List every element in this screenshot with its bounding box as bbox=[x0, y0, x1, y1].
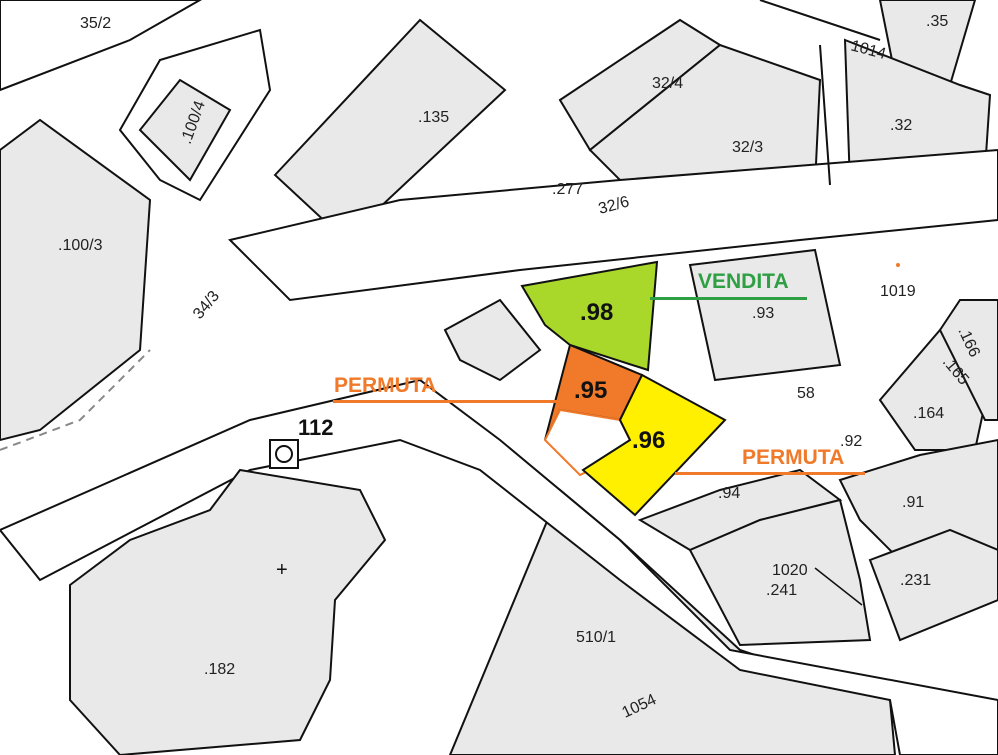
label-164: .164 bbox=[913, 405, 944, 422]
boundary-line bbox=[819, 44, 831, 186]
cross-icon: + bbox=[276, 559, 288, 581]
annotation-permuta-left: PERMUTA bbox=[334, 374, 437, 397]
label-96: .96 bbox=[632, 427, 665, 454]
dashed-boundary bbox=[0, 349, 151, 451]
parcel-93[interactable] bbox=[688, 248, 842, 382]
road-main[interactable] bbox=[228, 148, 998, 302]
label-91: .91 bbox=[902, 494, 924, 511]
building-100-4 bbox=[138, 78, 232, 182]
label-241: .241 bbox=[766, 582, 797, 599]
label-32-3: 32/3 bbox=[732, 139, 763, 156]
permuta-right-leader-line bbox=[675, 472, 865, 475]
label-182: .182 bbox=[204, 661, 235, 678]
vendita-leader-line bbox=[650, 297, 807, 300]
label-35: .35 bbox=[926, 13, 948, 30]
road-lower[interactable] bbox=[0, 378, 998, 755]
parcel-100-3[interactable] bbox=[0, 118, 152, 442]
label-510-1: 510/1 bbox=[576, 629, 616, 646]
well-circle bbox=[275, 445, 293, 463]
label-95: .95 bbox=[574, 377, 607, 404]
label-32: .32 bbox=[890, 117, 912, 134]
label-1020: 1020 bbox=[772, 562, 808, 579]
label-1019: 1019 bbox=[880, 283, 916, 300]
label-58: 58 bbox=[797, 385, 815, 402]
label-231: .231 bbox=[900, 572, 931, 589]
parcel-98[interactable] bbox=[520, 260, 659, 372]
label-92: .92 bbox=[840, 433, 862, 450]
label-35-2: 35/2 bbox=[80, 15, 111, 32]
parcel-35-2[interactable] bbox=[0, 0, 203, 92]
road-1014-edge bbox=[759, 0, 881, 41]
label-98: .98 bbox=[580, 299, 613, 326]
label-32-4: 32/4 bbox=[652, 75, 683, 92]
label-277: .277 bbox=[552, 181, 583, 198]
parcel-96[interactable] bbox=[581, 373, 727, 517]
label-34-3: 34/3 bbox=[190, 288, 223, 323]
label-100-3: .100/3 bbox=[58, 237, 103, 254]
annotation-vendita: VENDITA bbox=[698, 270, 789, 293]
parcel-182[interactable] bbox=[69, 468, 387, 755]
label-94: .94 bbox=[718, 485, 740, 502]
parcel-91[interactable] bbox=[838, 438, 998, 561]
parcel-gray-left[interactable] bbox=[443, 298, 542, 382]
annotation-permuta-right: PERMUTA bbox=[742, 446, 845, 469]
label-112: 112 bbox=[298, 415, 334, 440]
orange-dot bbox=[896, 263, 900, 267]
permuta-left-leader-line bbox=[333, 400, 565, 403]
parcel-241[interactable] bbox=[688, 498, 872, 647]
parcel-165[interactable] bbox=[938, 299, 998, 421]
label-135: .135 bbox=[418, 109, 449, 126]
label-93: .93 bbox=[752, 305, 774, 322]
pointer-line-1020 bbox=[814, 567, 863, 606]
parcel-231[interactable] bbox=[868, 528, 998, 642]
